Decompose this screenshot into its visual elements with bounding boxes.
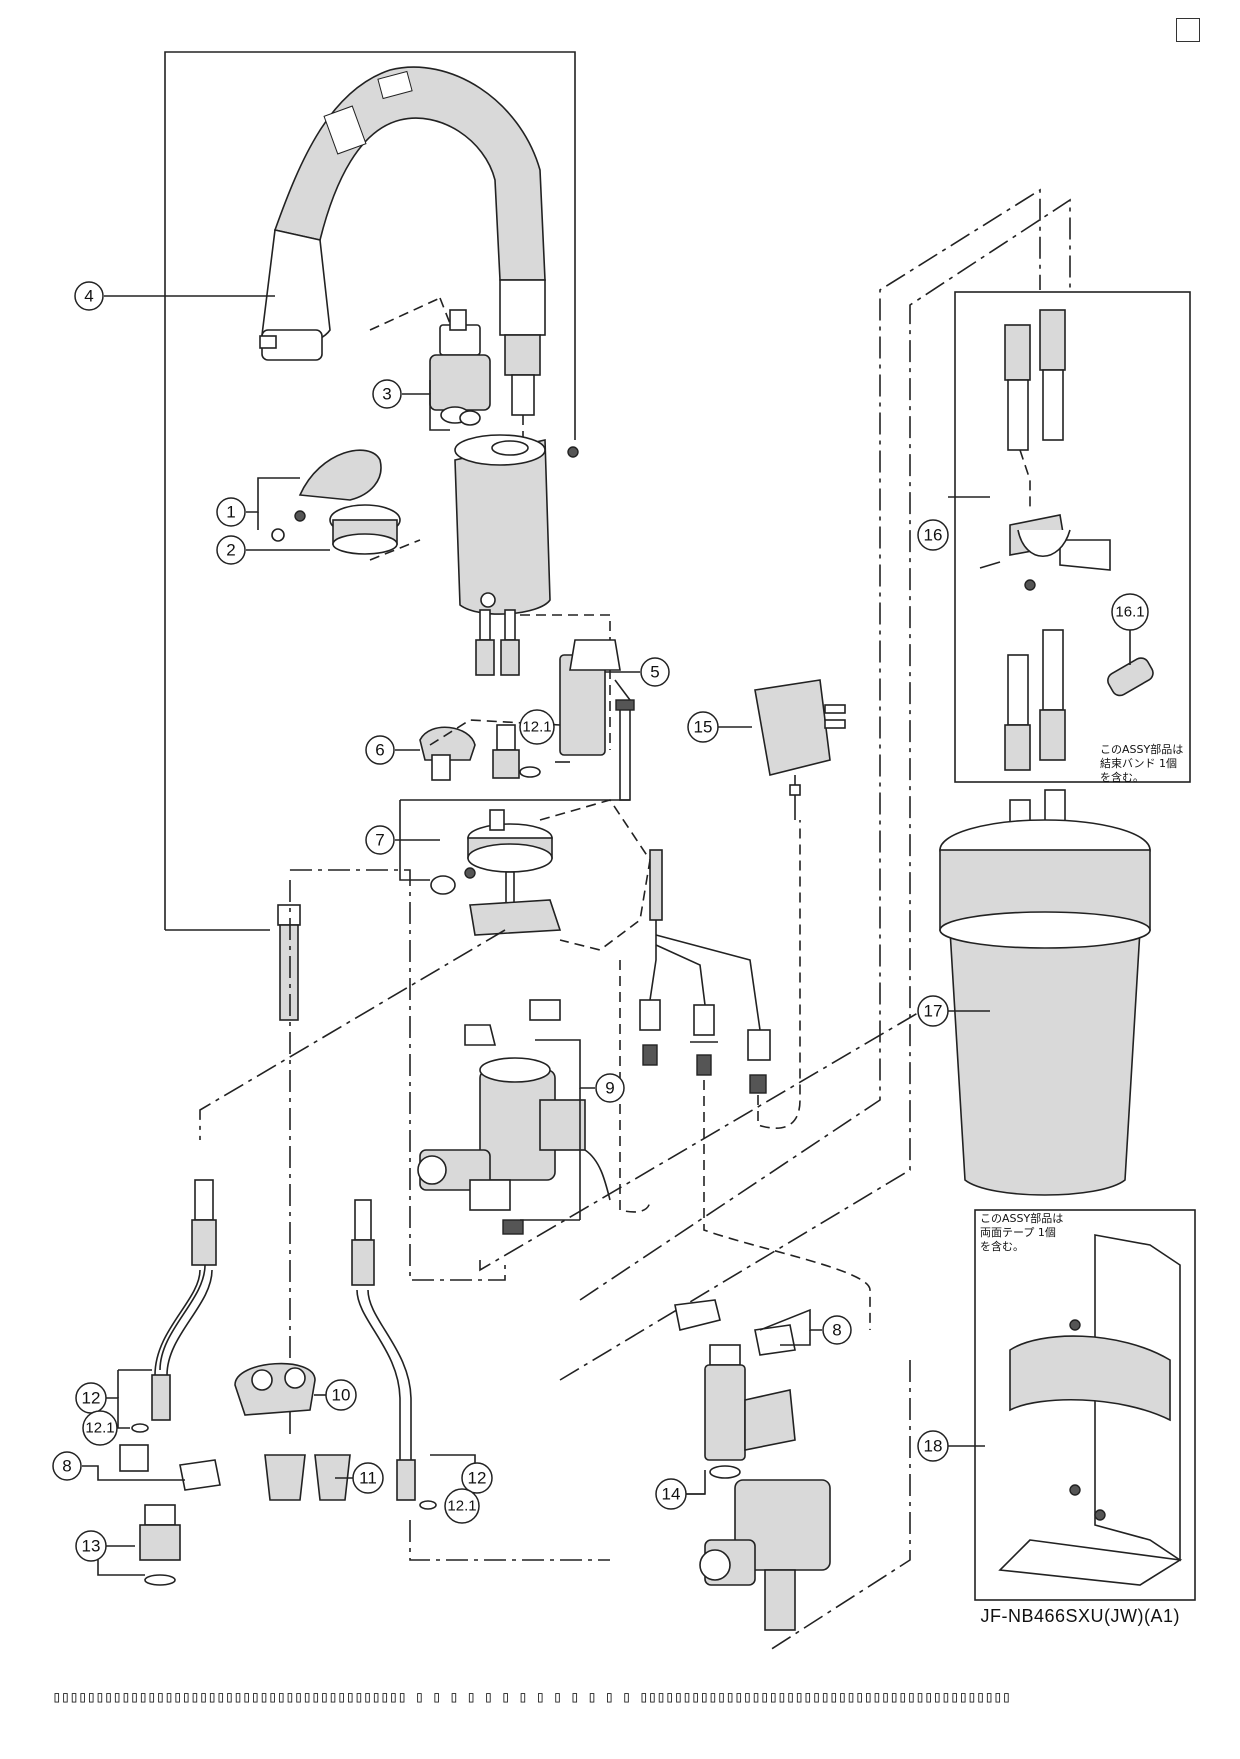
callout-1: 1 <box>216 497 246 527</box>
assy18-note-line3: を含む。 <box>980 1239 1024 1253</box>
callout-12-left: 12 <box>75 1382 107 1414</box>
callout-8-left: 8 <box>52 1451 82 1481</box>
callout-1-label: 1 <box>226 503 235 522</box>
callout-16-1: 16.1 <box>1111 593 1149 631</box>
callout-7-label: 7 <box>375 831 384 850</box>
ac-adapter-part-15 <box>754 679 846 820</box>
callout-6: 6 <box>365 735 395 765</box>
callout-13: 13 <box>75 1530 107 1562</box>
callout-12-1-right: 12.1 <box>444 1488 480 1524</box>
callout-5: 5 <box>640 657 670 687</box>
assy18-note-line2: 両面テープ 1個 <box>980 1226 1056 1239</box>
callout-5-label: 5 <box>650 663 659 682</box>
union-nut-part-13 <box>139 1504 181 1586</box>
callout-18: 18 <box>917 1430 949 1462</box>
valve-unit-part-9 <box>417 999 611 1235</box>
hose-assy-part-16 <box>954 291 1191 783</box>
assy16-note-line1: このASSY部品は <box>1100 742 1183 756</box>
callout-8-left-label: 8 <box>62 1457 71 1476</box>
assy16-note-line3: を含む。 <box>1100 770 1144 784</box>
callout-3-label: 3 <box>382 385 391 404</box>
callout-17-label: 17 <box>924 1002 943 1021</box>
callout-12-right-label: 12 <box>468 1469 487 1488</box>
callout-3: 3 <box>372 379 402 409</box>
callout-4-label: 4 <box>84 287 93 306</box>
callout-10: 10 <box>325 1379 357 1411</box>
assy18-note-line1: このASSY部品は <box>980 1211 1063 1225</box>
callout-7: 7 <box>365 825 395 855</box>
footer-strip: ▯▯▯▯▯▯▯▯▯▯▯▯▯▯▯▯▯▯▯▯▯▯▯▯▯▯▯▯▯▯▯▯▯▯▯▯▯▯▯▯… <box>52 1686 1011 1706</box>
leader-lines <box>82 295 1131 1576</box>
callout-17: 17 <box>917 995 949 1027</box>
bolt-part <box>615 699 635 801</box>
callout-12-1-left: 12.1 <box>82 1410 118 1446</box>
clamp-part-11 <box>264 1454 351 1501</box>
spout-part-4 <box>259 66 546 440</box>
callout-2-label: 2 <box>226 541 235 560</box>
callout-2: 2 <box>216 535 246 565</box>
callout-11: 11 <box>352 1462 384 1494</box>
bracket-assy-part-18 <box>974 1209 1196 1601</box>
callout-15-label: 15 <box>694 718 713 737</box>
branch-valve-part-14 <box>674 1299 831 1631</box>
cover-part-5 <box>559 639 631 756</box>
corner-checkbox <box>1176 18 1200 42</box>
callout-18-label: 18 <box>924 1437 943 1456</box>
callout-6-label: 6 <box>375 741 384 760</box>
callout-11-label: 11 <box>359 1469 377 1488</box>
filter-cartridge-part-17 <box>939 789 1151 1196</box>
model-code: JF-NB466SXU(JW)(A1) <box>980 1606 1180 1626</box>
handle-part-1 <box>271 449 382 542</box>
clip-part-8-left <box>119 1444 221 1491</box>
hose-part-12-left <box>131 1179 217 1433</box>
callout-9: 9 <box>595 1073 625 1103</box>
assy16-note: このASSY部品は 結束バンド 1個 を含む。 <box>1100 742 1183 784</box>
wiring <box>619 820 871 1330</box>
callout-14: 14 <box>655 1478 687 1510</box>
callout-12-1-top: 12.1 <box>519 709 555 745</box>
callout-15: 15 <box>687 711 719 743</box>
mounting-plate-part-7 <box>400 799 651 951</box>
assy16-note-line2: 結束バンド 1個 <box>1100 756 1177 770</box>
holder-part-10 <box>234 1362 316 1416</box>
callout-13-label: 13 <box>82 1537 101 1556</box>
clip-part-6 <box>419 726 476 781</box>
callout-12-left-label: 12 <box>82 1389 101 1408</box>
connector-top <box>429 719 561 779</box>
callout-10-label: 10 <box>332 1386 351 1405</box>
callout-8-right-label: 8 <box>832 1321 841 1340</box>
routing-lines <box>199 188 1071 1651</box>
spout-group-bracket <box>164 51 576 931</box>
callout-14-label: 14 <box>662 1485 681 1504</box>
callout-16-1-label: 16.1 <box>1115 604 1144 621</box>
hose-part-12-right <box>351 1199 437 1510</box>
lever-base-part-2 <box>329 504 421 561</box>
body-link-dash <box>520 614 611 750</box>
faucet-body <box>454 434 579 676</box>
callout-8-right: 8 <box>822 1315 852 1345</box>
callout-16: 16 <box>917 519 949 551</box>
callout-12-right: 12 <box>461 1462 493 1494</box>
callout-16-label: 16 <box>924 526 943 545</box>
callout-12-1-right-label: 12.1 <box>447 1498 476 1515</box>
supply-hose <box>277 904 301 1021</box>
callout-4: 4 <box>74 281 104 311</box>
callout-12-1-left-label: 12.1 <box>85 1420 114 1437</box>
assy18-note: このASSY部品は 両面テープ 1個 を含む。 <box>980 1211 1063 1253</box>
callout-12-1-top-label: 12.1 <box>522 719 551 736</box>
callout-9-label: 9 <box>605 1079 614 1098</box>
